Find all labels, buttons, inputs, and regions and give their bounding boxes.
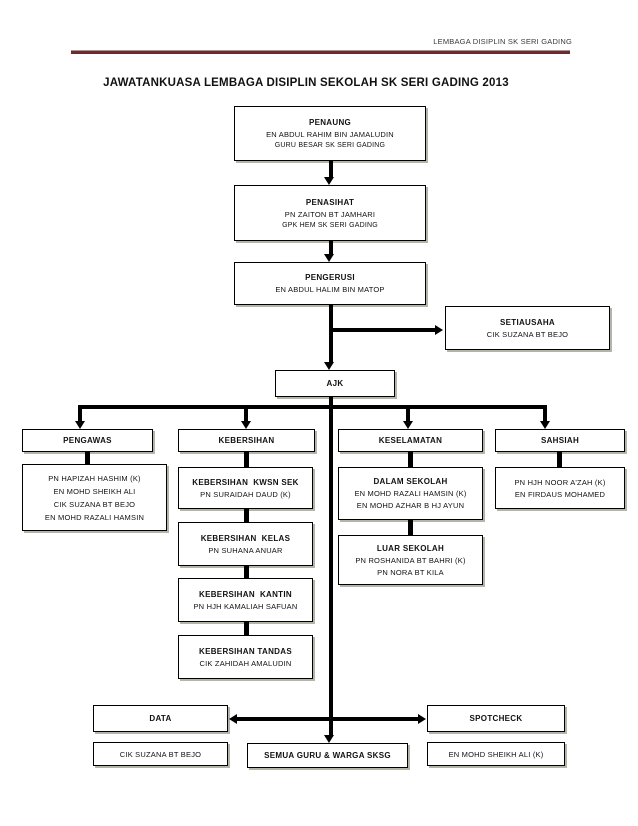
unit-title: KEBERSIHAN KANTIN bbox=[199, 589, 292, 599]
column-header-keselamatan: KESELAMATAN bbox=[338, 429, 483, 452]
unit-title: KEBERSIHAN KELAS bbox=[200, 533, 291, 543]
node-role: PENAUNG bbox=[308, 118, 352, 127]
node-semua-guru: SEMUA GURU & WARGA SKSG bbox=[247, 743, 408, 768]
column-header-label: PENGAWAS bbox=[63, 436, 112, 445]
column-header-sahsiah: SAHSIAH bbox=[495, 429, 625, 452]
unit-title: DALAM SEKOLAH bbox=[373, 477, 448, 486]
node-role: PENASIHAT bbox=[305, 197, 355, 207]
member: CIK ZAHIDAH AMALUDIN bbox=[199, 658, 292, 668]
unit-dalam-sekolah: DALAM SEKOLAH EN MOHD RAZALI HAMSIN (K) … bbox=[338, 467, 483, 520]
unit-kebersihan-kelas: KEBERSIHAN KELAS PN SUHANA ANUAR bbox=[178, 522, 313, 566]
stub-keselamatan-1-2 bbox=[408, 520, 413, 535]
header-rule bbox=[71, 50, 570, 54]
stub-kebersihan-2-3 bbox=[244, 566, 249, 578]
node-person: CIK SUZANA BT BEJO bbox=[486, 329, 569, 339]
member: EN MOHD RAZALI HAMSIN (K) bbox=[354, 489, 467, 498]
unit-kebersihan-kwsn-sek: KEBERSIHAN KWSN SEK PN SURAIDAH DAUD (K) bbox=[178, 467, 313, 509]
member: PN SURAIDAH DAUD (K) bbox=[200, 489, 291, 499]
unit-title: LUAR SEKOLAH bbox=[376, 543, 445, 553]
node-data-person: CIK SUZANA BT BEJO bbox=[93, 742, 228, 766]
node-role: AJK bbox=[326, 379, 344, 388]
node-label: DATA bbox=[149, 714, 172, 723]
stub-pengawas bbox=[85, 452, 90, 464]
node-person: EN ABDUL HALIM BIN MATOP bbox=[275, 285, 385, 294]
stub-sahsiah bbox=[557, 452, 562, 467]
member: EN FIRDAUS MOHAMED bbox=[514, 489, 606, 499]
member: PN SUHANA ANUAR bbox=[208, 545, 283, 555]
connector-data-spotcheck bbox=[237, 717, 418, 721]
node-pengerusi: PENGERUSI EN ABDUL HALIM BIN MATOP bbox=[234, 262, 426, 305]
arrowhead-right bbox=[418, 714, 426, 724]
connector-penasihat-pengerusi bbox=[329, 241, 333, 255]
node-person: PN ZAITON BT JAMHARI bbox=[284, 209, 376, 219]
node-label: SEMUA GURU & WARGA SKSG bbox=[264, 751, 391, 760]
node-setiausaha: SETIAUSAHA CIK SUZANA BT BEJO bbox=[445, 306, 610, 350]
member: PN NORA BT KILA bbox=[377, 567, 444, 577]
arrowhead-down bbox=[403, 421, 413, 429]
node-ajk: AJK bbox=[275, 370, 395, 397]
connector-distributor bbox=[78, 405, 547, 409]
stub-kebersihan-3-4 bbox=[244, 622, 249, 635]
node-role: PENGERUSI bbox=[305, 273, 355, 282]
node-org: GURU BESAR SK SERI GADING bbox=[274, 142, 386, 149]
member: EN MOHD SHEIKH ALI (K) bbox=[448, 749, 544, 759]
node-data: DATA bbox=[93, 705, 228, 732]
node-penasihat: PENASIHAT PN ZAITON BT JAMHARI GPK HEM S… bbox=[234, 185, 426, 241]
arrowhead-down bbox=[324, 254, 334, 262]
member: PN HJH NOOR A'ZAH (K) bbox=[514, 477, 606, 487]
column-header-label: KEBERSIHAN bbox=[218, 436, 275, 445]
member: EN MOHD AZHAR B HJ AYUN bbox=[356, 501, 465, 510]
members-pengawas: PN HAPIZAH HASHIM (K) EN MOHD SHEIKH ALI… bbox=[22, 464, 167, 531]
unit-title: KEBERSIHAN KWSN SEK bbox=[192, 477, 299, 487]
member: CIK SUZANA BT BEJO bbox=[119, 749, 202, 759]
member: PN ROSHANIDA BT BAHRI (K) bbox=[355, 555, 466, 565]
unit-luar-sekolah: LUAR SEKOLAH PN ROSHANIDA BT BAHRI (K) P… bbox=[338, 535, 483, 585]
arrowhead-right bbox=[435, 325, 443, 335]
drop-sahsiah bbox=[543, 405, 547, 422]
node-spotcheck: SPOTCHECK bbox=[427, 705, 565, 732]
stub-kebersihan-1-2 bbox=[244, 509, 249, 522]
node-spotcheck-person: EN MOHD SHEIKH ALI (K) bbox=[427, 742, 565, 766]
node-label: SPOTCHECK bbox=[469, 714, 523, 723]
drop-kebersihan bbox=[244, 405, 248, 422]
node-penaung: PENAUNG EN ABDUL RAHIM BIN JAMALUDIN GUR… bbox=[234, 106, 426, 161]
column-header-label: KESELAMATAN bbox=[378, 436, 443, 445]
member: PN HJH KAMALIAH SAFUAN bbox=[193, 601, 298, 611]
page-header-text: LEMBAGA DISIPLIN SK SERI GADING bbox=[433, 37, 572, 46]
arrowhead-left bbox=[229, 714, 237, 724]
connector-central-spine bbox=[329, 397, 333, 736]
node-person: EN ABDUL RAHIM BIN JAMALUDIN bbox=[266, 130, 394, 139]
stub-keselamatan bbox=[408, 452, 413, 467]
arrowhead-down bbox=[75, 421, 85, 429]
connector-penaung-penasihat bbox=[329, 161, 333, 178]
node-role: SETIAUSAHA bbox=[499, 317, 555, 327]
member: PN HAPIZAH HASHIM (K) bbox=[48, 473, 141, 483]
drop-pengawas bbox=[78, 405, 82, 422]
members-sahsiah: PN HJH NOOR A'ZAH (K) EN FIRDAUS MOHAMED bbox=[495, 467, 625, 509]
arrowhead-down bbox=[540, 421, 550, 429]
connector-pengerusi-ajk bbox=[329, 305, 333, 363]
stub-kebersihan bbox=[244, 452, 249, 467]
unit-title: KEBERSIHAN TANDAS bbox=[199, 646, 292, 656]
member: EN MOHD SHEIKH ALI bbox=[53, 486, 136, 496]
member: CIK SUZANA BT BEJO bbox=[53, 499, 136, 509]
column-header-label: SAHSIAH bbox=[540, 436, 580, 445]
unit-kebersihan-kantin: KEBERSIHAN KANTIN PN HJH KAMALIAH SAFUAN bbox=[178, 578, 313, 622]
column-header-pengawas: PENGAWAS bbox=[22, 429, 153, 452]
connector-to-setiausaha bbox=[331, 328, 435, 332]
member: EN MOHD RAZALI HAMSIN bbox=[44, 512, 145, 522]
column-header-kebersihan: KEBERSIHAN bbox=[178, 429, 315, 452]
arrowhead-down bbox=[324, 177, 334, 185]
unit-kebersihan-tandas: KEBERSIHAN TANDAS CIK ZAHIDAH AMALUDIN bbox=[178, 635, 313, 679]
arrowhead-down bbox=[324, 362, 334, 370]
arrowhead-down bbox=[324, 735, 334, 743]
arrowhead-down bbox=[241, 421, 251, 429]
node-org: GPK HEM SK SERI GADING bbox=[282, 221, 378, 229]
page-title: JAWATANKUASA LEMBAGA DISIPLIN SEKOLAH SK… bbox=[103, 77, 509, 89]
drop-keselamatan bbox=[406, 405, 410, 422]
